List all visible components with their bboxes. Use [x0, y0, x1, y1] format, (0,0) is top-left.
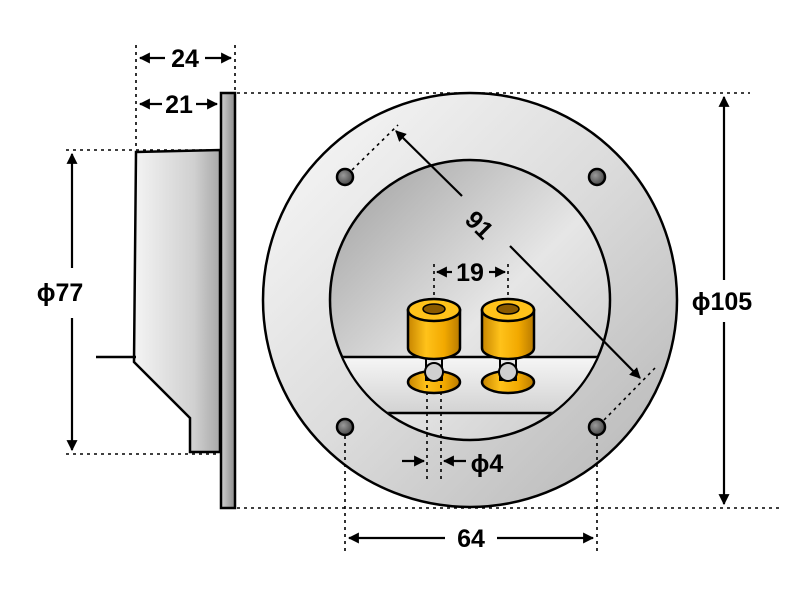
terminal-post-left [406, 297, 462, 395]
front-view [261, 91, 679, 509]
dim-terminal-diameter-label: ϕ4 [471, 450, 504, 478]
mounting-hole-top-left [335, 167, 355, 187]
dim-depth-total-label: 24 [171, 45, 199, 73]
side-view [96, 91, 237, 510]
mounting-hole-bottom-right [587, 417, 607, 437]
dim-hole-spacing-label: 64 [457, 525, 485, 553]
dimension-arrows [66, 52, 730, 544]
dim-body-diameter-label: ϕ77 [37, 279, 84, 307]
terminal-post-right [480, 297, 536, 395]
mounting-hole-bottom-left [335, 417, 355, 437]
dim-depth-body-label: 21 [165, 91, 193, 119]
side-flange [219, 91, 237, 510]
dim-flange-diameter-label: ϕ105 [692, 288, 753, 316]
side-body [132, 148, 222, 454]
extension-lines [66, 45, 780, 552]
mounting-hole-top-right [587, 167, 607, 187]
dim-terminal-spacing-label: 19 [456, 259, 484, 287]
